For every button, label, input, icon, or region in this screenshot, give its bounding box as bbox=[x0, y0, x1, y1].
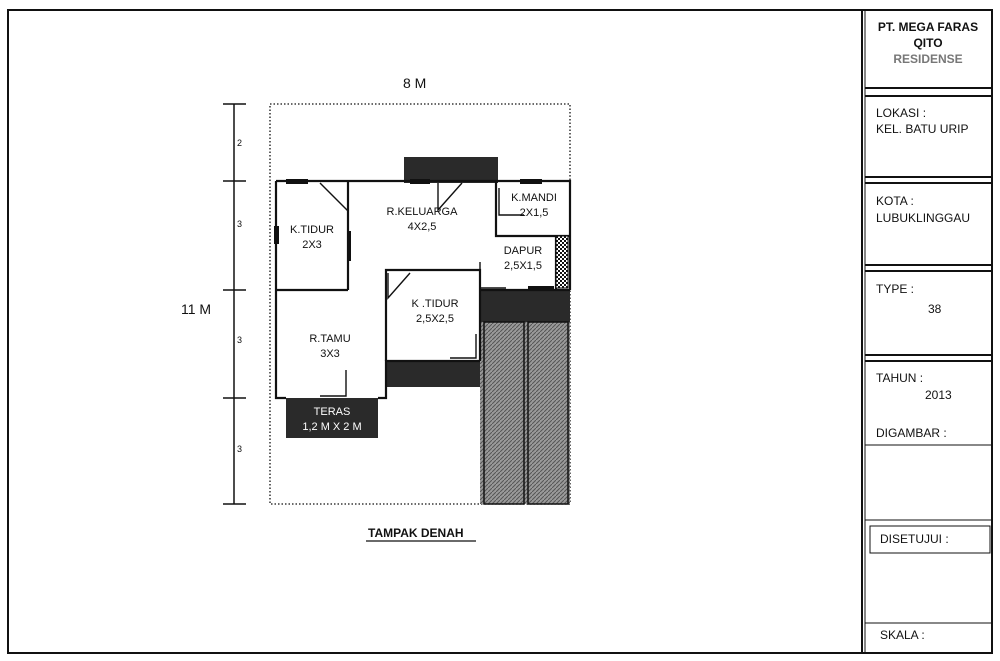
room-size: 2X3 bbox=[302, 239, 322, 251]
disetujui-label: DISETUJUI : bbox=[880, 532, 949, 546]
doors bbox=[319, 182, 524, 397]
room-size: 2,5X1,5 bbox=[504, 260, 542, 272]
scale-segment-label: 3 bbox=[237, 335, 243, 345]
title-block-grid bbox=[865, 87, 992, 624]
room-name: K.MANDI bbox=[511, 192, 557, 204]
room-r-keluarga: R.KELUARGA 4X2,5 bbox=[382, 205, 462, 235]
bedroom-front-block bbox=[386, 361, 480, 387]
vertical-dimension-scale bbox=[223, 103, 246, 505]
room-size: 1,2 M X 2 M bbox=[302, 421, 362, 433]
top-wall-block bbox=[404, 157, 498, 183]
kitchen-tile-strip bbox=[555, 235, 569, 289]
company-name-line1: PT. MEGA FARAS bbox=[877, 20, 979, 34]
lokasi-label: LOKASI : bbox=[876, 106, 927, 120]
type-value: 38 bbox=[928, 302, 942, 316]
room-name: DAPUR bbox=[503, 245, 543, 257]
room-name: K.TIDUR bbox=[290, 224, 334, 236]
room-name: R.TAMU bbox=[309, 333, 351, 345]
sheet-border bbox=[7, 9, 993, 654]
room-name: TERAS bbox=[313, 406, 351, 418]
window-marks bbox=[274, 179, 554, 291]
room-size: 4X2,5 bbox=[407, 221, 437, 233]
company-name-line2: QITO bbox=[913, 36, 943, 50]
height-dimension-label: 11 M bbox=[181, 301, 212, 317]
scale-segment-label: 3 bbox=[237, 219, 243, 229]
kota-value: LUBUKLINGGAU bbox=[876, 211, 971, 225]
teras-block bbox=[286, 398, 378, 438]
width-dimension-label: 8 M bbox=[403, 75, 427, 91]
room-k-tidur-1: K.TIDUR 2X3 bbox=[282, 223, 342, 253]
tahun-value: 2013 bbox=[925, 388, 952, 402]
room-teras: TERAS 1,2 M X 2 M bbox=[288, 405, 376, 435]
scale-segment-label: 3 bbox=[237, 444, 243, 454]
room-k-mandi: K.MANDI 2X1,5 bbox=[502, 191, 566, 221]
room-size: 2X1,5 bbox=[519, 207, 549, 219]
tahun-label: TAHUN : bbox=[876, 371, 924, 385]
kota-label: KOTA : bbox=[876, 194, 914, 208]
room-name: R.KELUARGA bbox=[386, 206, 458, 218]
plan-caption: TAMPAK DENAH bbox=[368, 526, 464, 540]
scale-segment-label: 2 bbox=[237, 138, 243, 148]
lokasi-value: KEL. BATU URIP bbox=[876, 122, 969, 136]
room-name: K .TIDUR bbox=[411, 298, 459, 310]
room-k-tidur-2: K .TIDUR 2,5X2,5 bbox=[400, 297, 470, 327]
company-name-line3: RESIDENSE bbox=[893, 52, 963, 66]
room-size: 3X3 bbox=[320, 348, 340, 360]
digambar-label: DIGAMBAR : bbox=[876, 426, 947, 440]
type-label: TYPE : bbox=[876, 282, 915, 296]
side-garage-hatch bbox=[480, 290, 570, 504]
room-size: 2,5X2,5 bbox=[416, 313, 454, 325]
room-r-tamu: R.TAMU 3X3 bbox=[300, 332, 360, 362]
room-dapur: DAPUR 2,5X1,5 bbox=[494, 244, 552, 274]
skala-label: SKALA : bbox=[880, 628, 925, 642]
